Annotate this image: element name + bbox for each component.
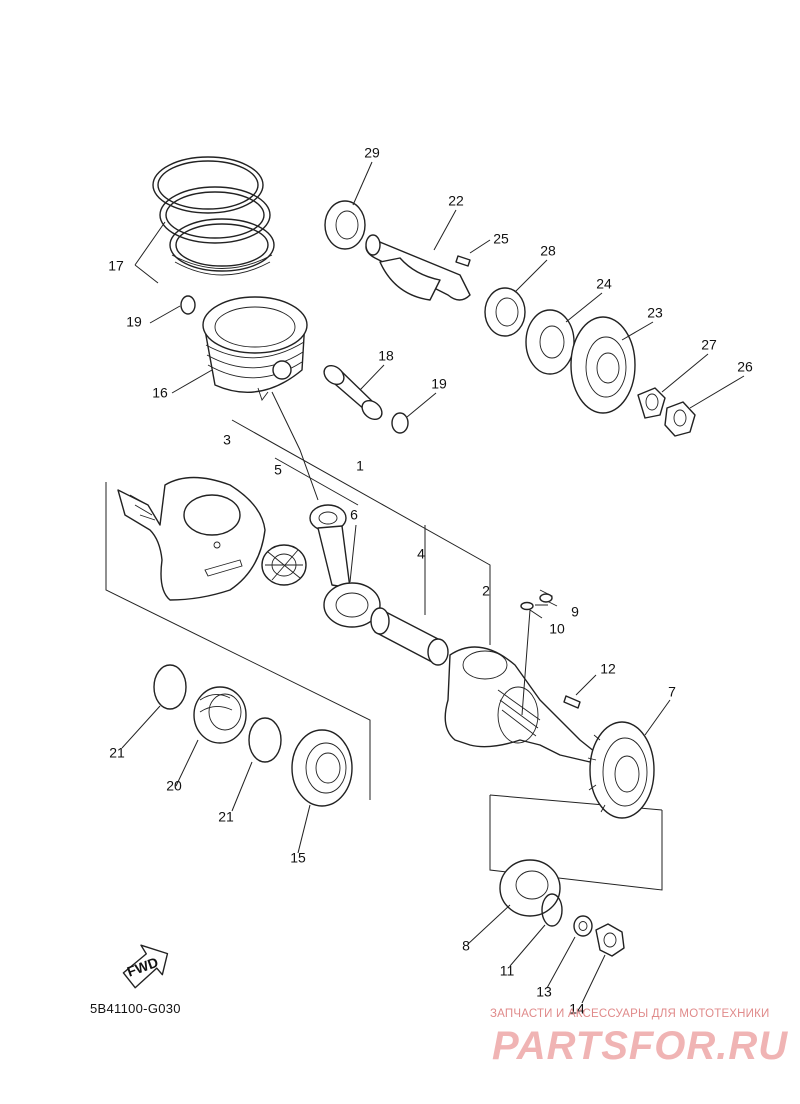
oil-seal-20[interactable] [193, 686, 247, 744]
callout-8: 8 [462, 938, 470, 954]
callout-13: 13 [536, 984, 552, 1000]
drawing-code: 5B41100-G030 [90, 1001, 181, 1016]
piston-ring-set[interactable] [152, 156, 275, 276]
callout-25: 25 [493, 231, 509, 247]
woodruff-key[interactable] [563, 695, 581, 709]
circlip-11[interactable] [541, 893, 563, 927]
callout-10: 10 [549, 621, 565, 637]
spring[interactable] [539, 589, 558, 607]
gear-24[interactable] [525, 309, 575, 375]
key-25[interactable] [455, 255, 471, 267]
circlip-upper[interactable] [180, 295, 196, 315]
callout-29: 29 [364, 145, 380, 161]
piston[interactable] [202, 296, 308, 401]
needle-bearing[interactable] [261, 544, 307, 586]
callout-11: 11 [500, 963, 515, 979]
callout-18: 18 [378, 348, 394, 364]
callout-12: 12 [600, 661, 616, 677]
primary-drive-gear[interactable] [587, 721, 655, 819]
crank-pin[interactable] [370, 607, 449, 666]
callout-7: 7 [668, 684, 676, 700]
nut-14[interactable] [595, 923, 625, 957]
bearing-29[interactable] [324, 200, 366, 250]
circlip-21-left[interactable] [153, 664, 187, 710]
callout-20: 20 [166, 778, 182, 794]
callout-28: 28 [540, 243, 556, 259]
callout-26: 26 [737, 359, 753, 375]
fwd-arrow-icon: FWD [122, 944, 169, 989]
watermark-tagline: ЗАПЧАСТИ И АКСЕССУАРЫ ДЛЯ МОТОТЕХНИКИ [490, 1008, 770, 1020]
assembly-frame-lines [105, 419, 663, 891]
callout-14: 14 [569, 1001, 585, 1017]
plate-8[interactable] [499, 859, 561, 917]
connecting-rod[interactable] [309, 504, 381, 628]
callout-4: 4 [417, 546, 425, 562]
callout-1: 1 [356, 458, 364, 474]
nut-26[interactable] [664, 401, 696, 437]
callout-19-upper: 19 [126, 314, 142, 330]
callout-22: 22 [448, 193, 464, 209]
bearing-28[interactable] [484, 287, 526, 337]
balancer-shaft-22[interactable] [365, 234, 471, 301]
callout-leaders [121, 161, 745, 1004]
callout-24: 24 [596, 276, 612, 292]
callout-21-right: 21 [218, 809, 234, 825]
callout-5: 5 [274, 462, 282, 478]
callout-21-left: 21 [109, 745, 125, 761]
circlip-21-right[interactable] [248, 717, 282, 763]
crank-bearing-15[interactable] [291, 729, 353, 807]
piston-pin[interactable] [320, 362, 385, 423]
callout-15: 15 [290, 850, 306, 866]
callout-3: 3 [223, 432, 231, 448]
lock-washer-27[interactable] [637, 387, 666, 419]
crankshaft-right-half[interactable] [444, 646, 596, 763]
piston-rod-guide [271, 391, 319, 501]
callout-23: 23 [647, 305, 663, 321]
pin[interactable] [520, 601, 534, 611]
callout-27: 27 [701, 337, 717, 353]
callout-2: 2 [482, 583, 490, 599]
callout-labels: 29 22 25 28 24 23 27 26 17 19 16 18 19 3… [108, 145, 753, 1017]
leader-17 [134, 221, 166, 284]
callout-9: 9 [571, 604, 579, 620]
gear-23[interactable] [570, 316, 636, 414]
crankshaft-left-half[interactable] [117, 476, 266, 601]
circlip-lower[interactable] [391, 412, 409, 434]
watermark-brand-logo: PARTSFOR.RU [492, 1024, 789, 1068]
callout-6: 6 [350, 507, 358, 523]
washer-13[interactable] [573, 915, 593, 937]
callout-16: 16 [152, 385, 168, 401]
callout-17: 17 [108, 258, 124, 274]
callout-19-lower: 19 [431, 376, 447, 392]
